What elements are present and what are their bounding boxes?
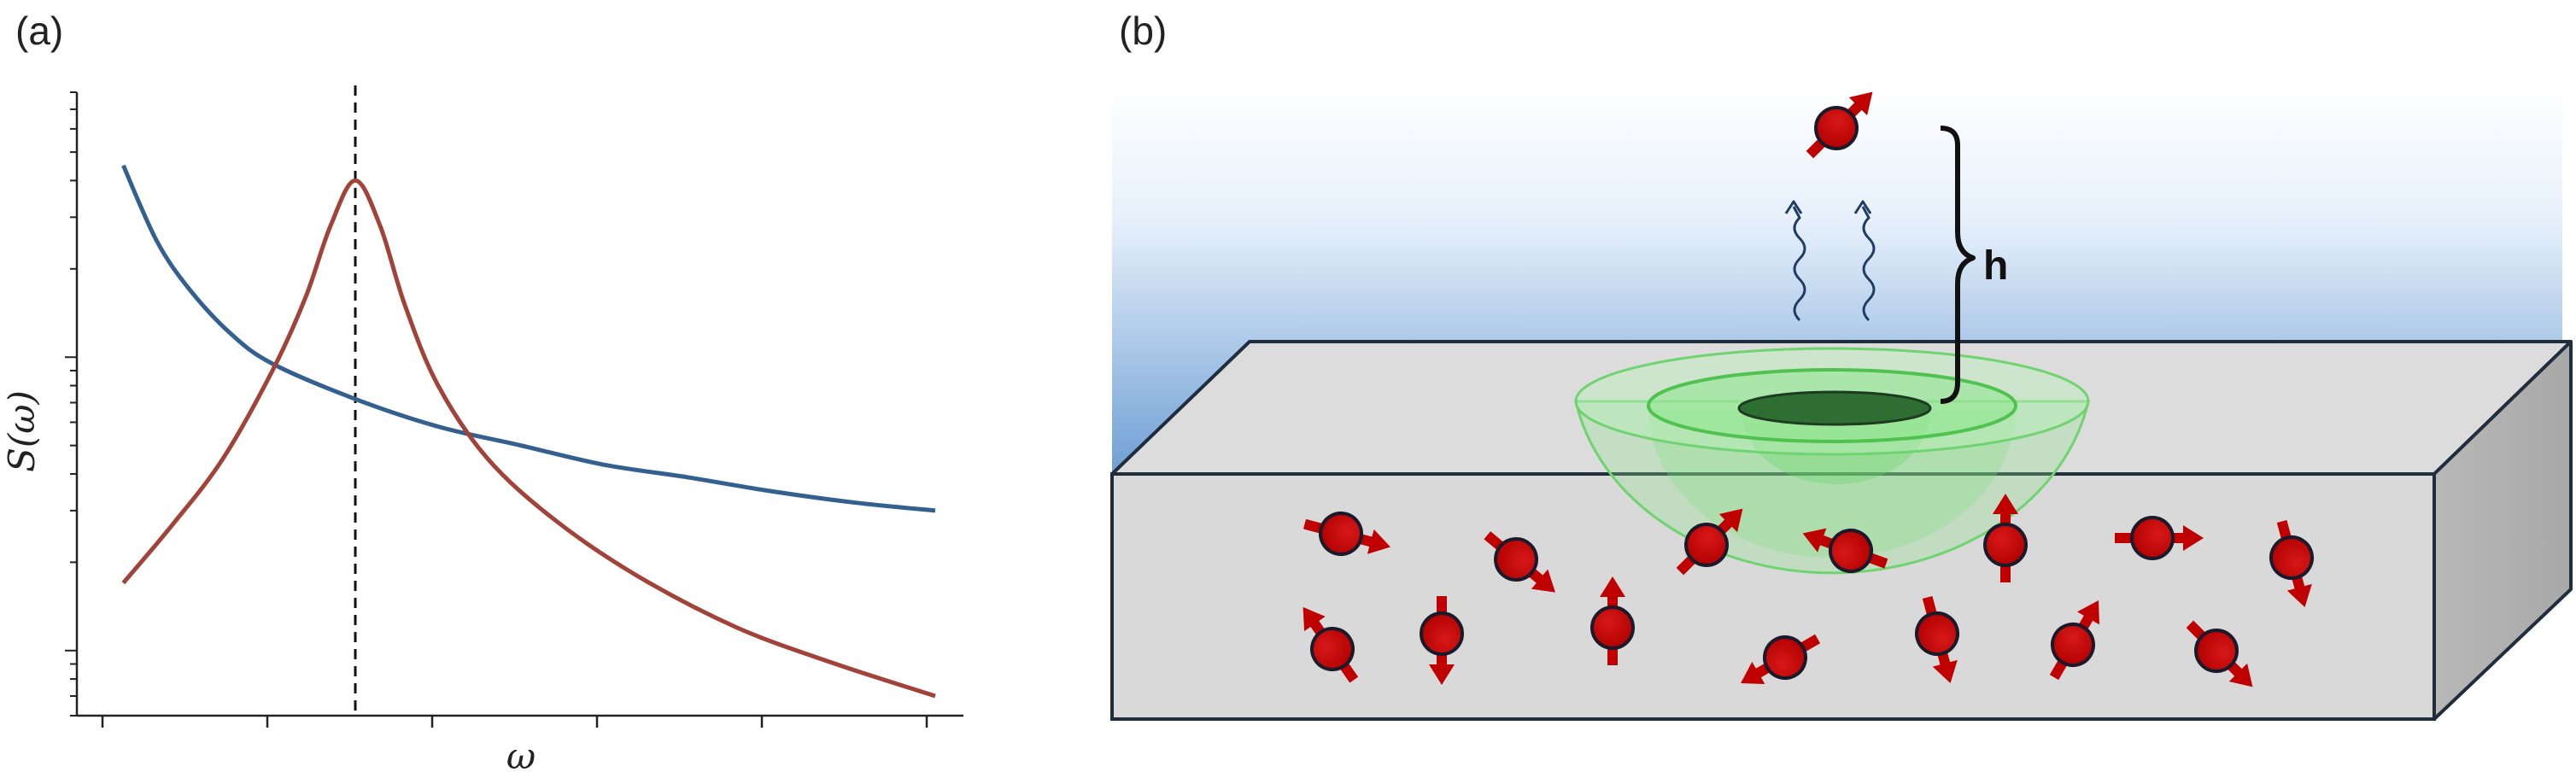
spin-arrow-icon	[2049, 600, 2099, 681]
spin-arrow-icon	[1303, 606, 1359, 683]
spin-arrow-icon	[1676, 508, 1743, 576]
panel-b: (b) h	[1110, 9, 2573, 721]
spin-arrow-icon	[1484, 531, 1555, 593]
spin-arrow-icon	[1915, 595, 1959, 683]
height-label: h	[1983, 243, 2008, 289]
panel-b-label: (b)	[1119, 9, 1167, 53]
series-red-curve	[121, 178, 936, 699]
sky-background	[1112, 85, 2562, 474]
curly-brace-icon	[1940, 126, 1976, 404]
x-ticks	[101, 716, 928, 728]
wavy-arrow-icon	[1784, 200, 1806, 322]
panel-a: (a) S(ω) ω	[1, 9, 963, 777]
y-axis-label: S(ω)	[1, 390, 43, 472]
spin-ensemble	[1303, 91, 2314, 687]
spin-arrow-icon	[1802, 528, 1888, 573]
y-ticks	[65, 91, 77, 717]
spin-arrow-icon	[1741, 634, 1821, 684]
series-blue-curve	[121, 164, 936, 513]
spin-arrow-icon	[1590, 576, 1635, 665]
spin-arrow-icon	[1303, 512, 1390, 556]
nv-spot	[1737, 390, 1932, 426]
panel-a-label: (a)	[15, 9, 63, 53]
spin-arrow-icon	[2115, 516, 2204, 560]
x-axis-label: ω	[506, 735, 536, 777]
spin-arrow-icon	[1983, 494, 2028, 582]
spin-arrow-icon	[2186, 620, 2253, 687]
wavy-arrow-icon	[1853, 200, 1876, 322]
middle-hemisphere	[1648, 408, 2016, 558]
spin-arrow-icon	[1420, 596, 1464, 685]
spin-arrow-icon	[1806, 91, 1873, 159]
